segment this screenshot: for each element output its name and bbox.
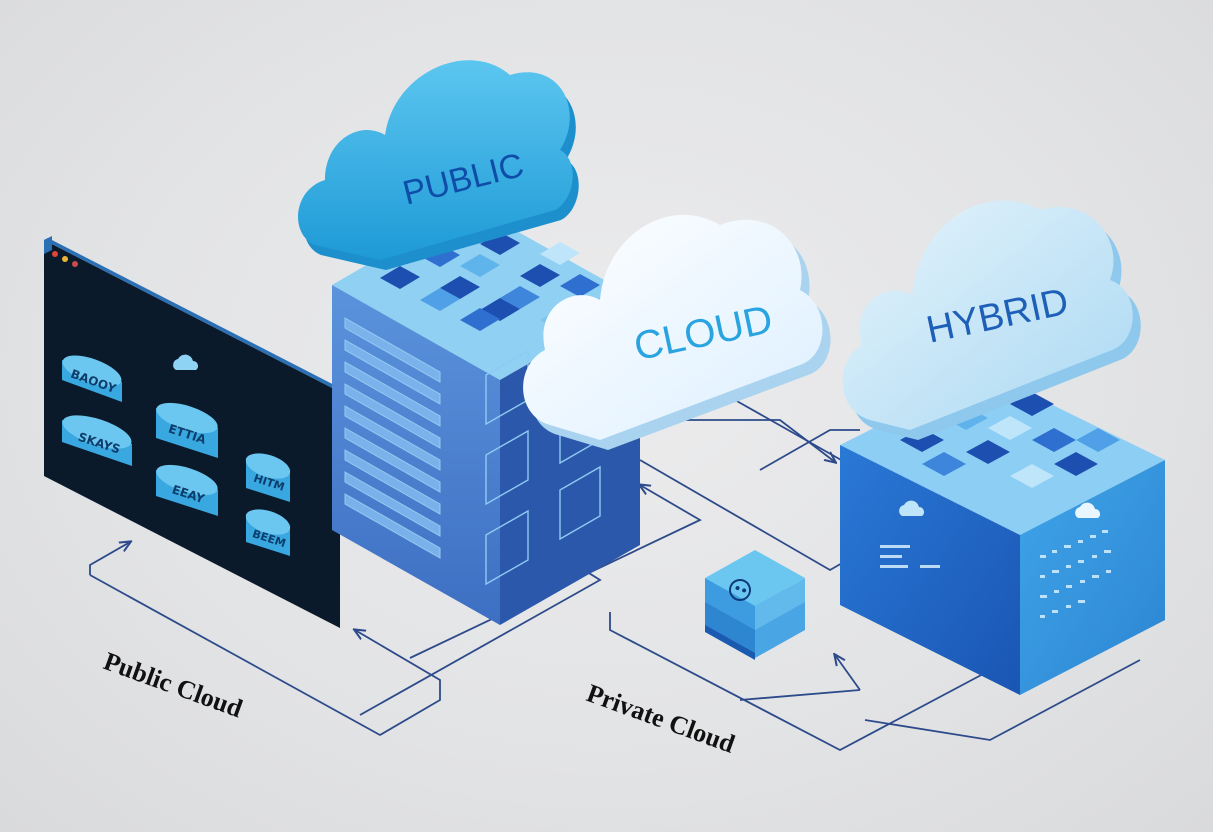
window-dot-yellow — [62, 256, 68, 262]
cloud-icon — [1075, 502, 1100, 518]
connector-line — [759, 429, 860, 471]
device-stack — [705, 550, 805, 660]
window-dot-red — [52, 251, 58, 257]
pill-eeay: EEAY — [156, 464, 218, 516]
dashboard-cloud-icon — [173, 354, 198, 370]
connector-line — [734, 399, 851, 466]
connector-line — [89, 542, 130, 575]
connector-line — [739, 689, 861, 701]
connector-line — [660, 419, 835, 462]
connector-line — [89, 574, 441, 737]
center-cloud: CLOUD — [523, 214, 831, 450]
pill-beem: BEEM — [245, 509, 291, 556]
dashboard-panel: BAOOY SKAYS ETTIA EEAY HITM BEEM — [44, 236, 344, 628]
pill-ettia: ETTIA — [156, 402, 218, 458]
connector-line — [609, 612, 1001, 752]
pill-hitm: HITM — [245, 453, 291, 502]
connector-line — [835, 655, 861, 691]
tower-slots — [344, 317, 441, 559]
connectors — [89, 399, 1160, 752]
private-cloud-caption: Private Cloud — [583, 678, 739, 759]
public-cloud: PUBLIC — [298, 60, 579, 270]
hybrid-cloud: HYBRID — [842, 200, 1141, 440]
connector-line — [864, 659, 1141, 741]
cloud-icon — [899, 500, 924, 516]
device-icon — [729, 579, 751, 601]
cube-data-dots — [880, 530, 1111, 618]
window-dot-green — [72, 261, 78, 267]
public-cloud-caption: Public Cloud — [100, 646, 247, 723]
